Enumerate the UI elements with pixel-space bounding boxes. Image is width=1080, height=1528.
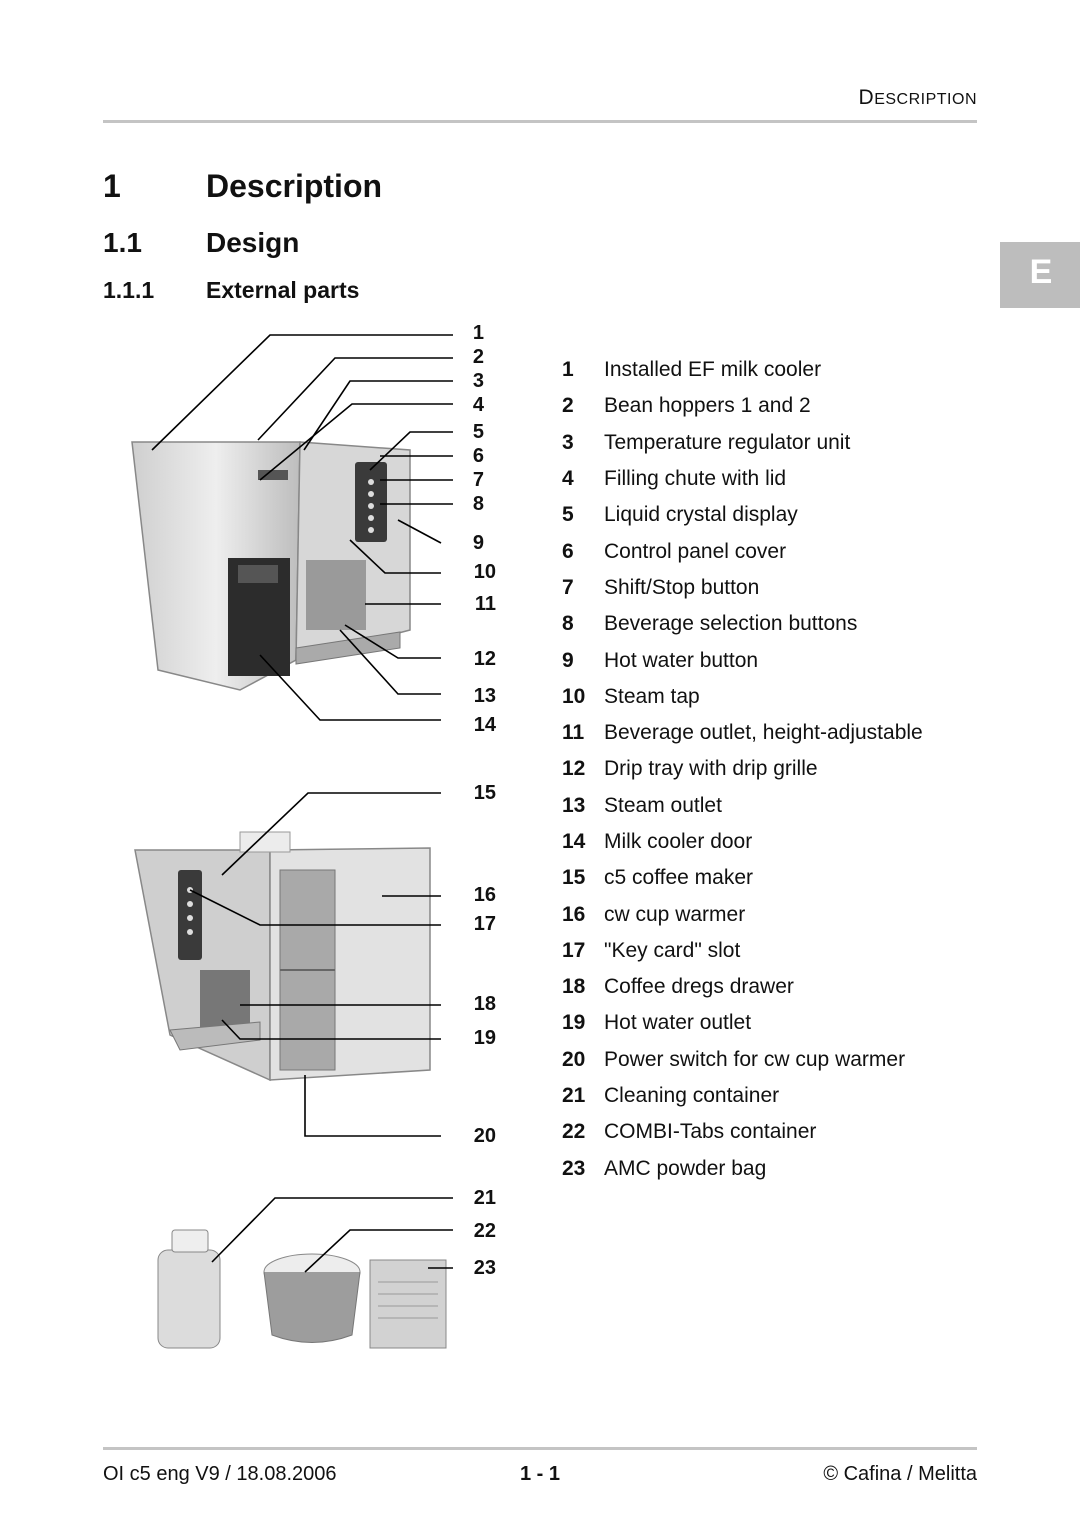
callout-number: 12 [473, 648, 496, 670]
callout-number: 15 [473, 782, 496, 804]
heading-2-number: 1.1 [103, 227, 142, 258]
callout-number: 1 [472, 322, 484, 344]
running-header-initial: D [858, 86, 875, 109]
heading-1-number: 1 [103, 168, 121, 204]
callout-number: 22 [473, 1220, 496, 1242]
callout-number: 6 [472, 445, 484, 467]
callout-number: 7 [472, 469, 484, 491]
heading-3-number: 1.1.1 [103, 277, 155, 303]
callout-number: 21 [473, 1187, 496, 1209]
running-header-rest: ESCRIPTION [874, 91, 977, 108]
callout-number: 17 [473, 913, 496, 935]
legend-item: 17"Key card" slot [562, 938, 741, 962]
callout-number: 2 [472, 346, 484, 368]
heading-1-title: Description [206, 168, 383, 204]
machine-illustration-bottom [134, 831, 431, 1082]
callout-number: 18 [473, 993, 496, 1015]
footer-rule [103, 1447, 977, 1450]
callout-number: 19 [473, 1027, 496, 1049]
callout-number: 4 [472, 394, 484, 416]
language-tab: E [1000, 242, 1080, 308]
callout-number: 8 [472, 493, 484, 515]
callout-number: 20 [473, 1125, 496, 1147]
callout-number: 11 [474, 593, 496, 615]
callout-number: 23 [473, 1257, 496, 1279]
machine-illustration-top [131, 441, 411, 691]
callout-number: 16 [473, 884, 496, 906]
callout-number: 14 [473, 714, 496, 736]
footer-copyright: © Cafina / Melitta [823, 1463, 977, 1485]
callout-number: 10 [473, 561, 496, 583]
footer-document-id: OI c5 eng V9 / 18.08.2006 [103, 1463, 337, 1485]
accessories-illustration [157, 1229, 447, 1349]
header-rule [103, 120, 977, 123]
heading-2-title: Design [206, 227, 300, 258]
footer-page-number: 1 - 1 [520, 1463, 561, 1485]
running-header: DESCRIPTION [859, 86, 977, 110]
callout-number: 5 [472, 421, 484, 443]
callout-number: 3 [472, 370, 484, 392]
callout-number: 13 [473, 685, 496, 707]
callout-number: 9 [472, 532, 484, 554]
heading-3-title: External parts [206, 277, 360, 303]
